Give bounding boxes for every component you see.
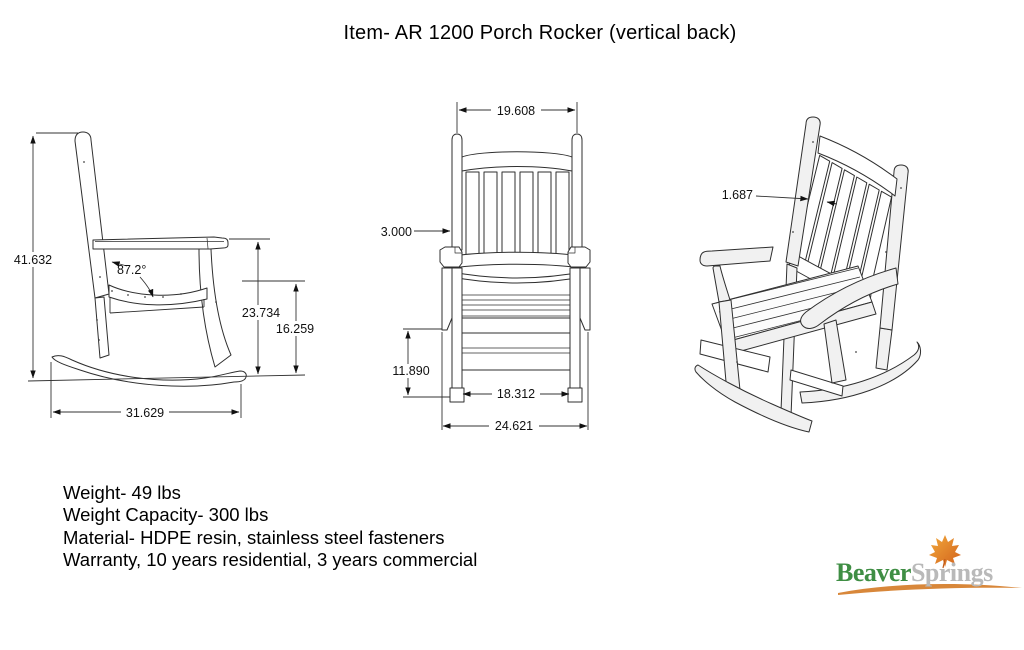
logo-swoosh	[838, 583, 1022, 595]
front-crest-rail	[461, 151, 573, 172]
front-left-post	[451, 133, 463, 251]
persp-near-rocker	[694, 364, 813, 433]
front-right-foot	[567, 387, 583, 403]
side-rocker	[51, 355, 247, 387]
persp-right-post	[879, 164, 909, 331]
front-seat	[446, 270, 588, 284]
side-fastener-dots	[83, 161, 217, 341]
technical-drawing: 41.632 87.2° 23.734 16.259 31.629	[8, 102, 921, 433]
perspective-view	[694, 116, 921, 433]
persp-crest-rail	[817, 135, 898, 197]
front-right-arm	[567, 246, 591, 268]
persp-right-arm-support	[823, 319, 847, 384]
front-right-post	[571, 133, 583, 251]
side-view-dimensions	[27, 132, 306, 418]
persp-left-arm	[699, 246, 774, 267]
side-armrest	[92, 236, 229, 250]
brand-logo: BeaverSprings	[836, 534, 1024, 600]
logo-word-beaver: Beaver	[836, 558, 911, 587]
front-right-leg	[569, 267, 581, 389]
spec-weight-capacity: Weight Capacity- 300 lbs	[63, 504, 269, 526]
persp-left-arm-support	[712, 265, 731, 303]
logo-artwork	[838, 535, 1022, 595]
persp-far-rocker	[799, 341, 921, 404]
side-view-labels: 41.632 87.2° 23.734 16.259 31.629	[8, 252, 318, 420]
persp-rear-stretcher	[789, 369, 844, 397]
front-left-leg	[451, 267, 463, 389]
front-view-labels: 19.608 3.000 11.890 18.312 24.621	[381, 103, 541, 433]
logo-wordmark: BeaverSprings	[836, 558, 993, 588]
spec-warranty: Warranty, 10 years residential, 3 years …	[63, 549, 478, 571]
page-title: Item- AR 1200 Porch Rocker (vertical bac…	[343, 22, 737, 44]
dim-arm-height: 23.734	[242, 306, 280, 320]
persp-right-arm	[800, 267, 899, 329]
logo-word-springs: Springs	[910, 558, 993, 587]
front-back-slats	[465, 171, 570, 257]
dim-overall-height: 41.632	[14, 253, 52, 267]
spec-weight: Weight- 49 lbs	[63, 482, 181, 503]
side-rear-leg	[94, 296, 110, 359]
persp-fastener-dots	[736, 141, 902, 363]
spec-material: Material- HDPE resin, stainless steel fa…	[63, 526, 445, 548]
dim-seat-height: 16.259	[276, 322, 314, 336]
dim-slat-width: 1.687	[722, 188, 753, 202]
dim-post-width: 3.000	[381, 225, 412, 239]
maple-leaf-icon	[929, 535, 961, 569]
dim-back-width: 19.608	[497, 104, 535, 118]
dim-overall-width: 24.621	[495, 419, 533, 433]
front-right-side-piece	[579, 267, 591, 331]
persp-left-post	[785, 116, 821, 267]
dim-seat-width: 18.312	[497, 387, 535, 401]
front-view	[439, 133, 591, 403]
dim-rocker-length: 31.629	[126, 406, 164, 420]
front-view-dimensions	[403, 102, 589, 430]
front-lower-rail	[451, 251, 583, 269]
dim-front-leg-height: 11.890	[392, 364, 429, 378]
side-front-leg	[198, 248, 232, 368]
product-specs: Weight- 49 lbs Weight Capacity- 300 lbs …	[63, 482, 477, 572]
perspective-dimensions	[755, 195, 838, 207]
dim-seat-back-angle: 87.2°	[117, 263, 146, 277]
front-left-arm	[439, 246, 463, 268]
side-view	[51, 131, 247, 387]
side-back-post	[74, 131, 110, 299]
front-rails	[462, 294, 570, 371]
persp-rear-right-leg	[875, 327, 893, 371]
front-left-foot	[449, 387, 465, 403]
front-left-side-piece	[441, 267, 453, 331]
side-seat	[108, 284, 208, 306]
